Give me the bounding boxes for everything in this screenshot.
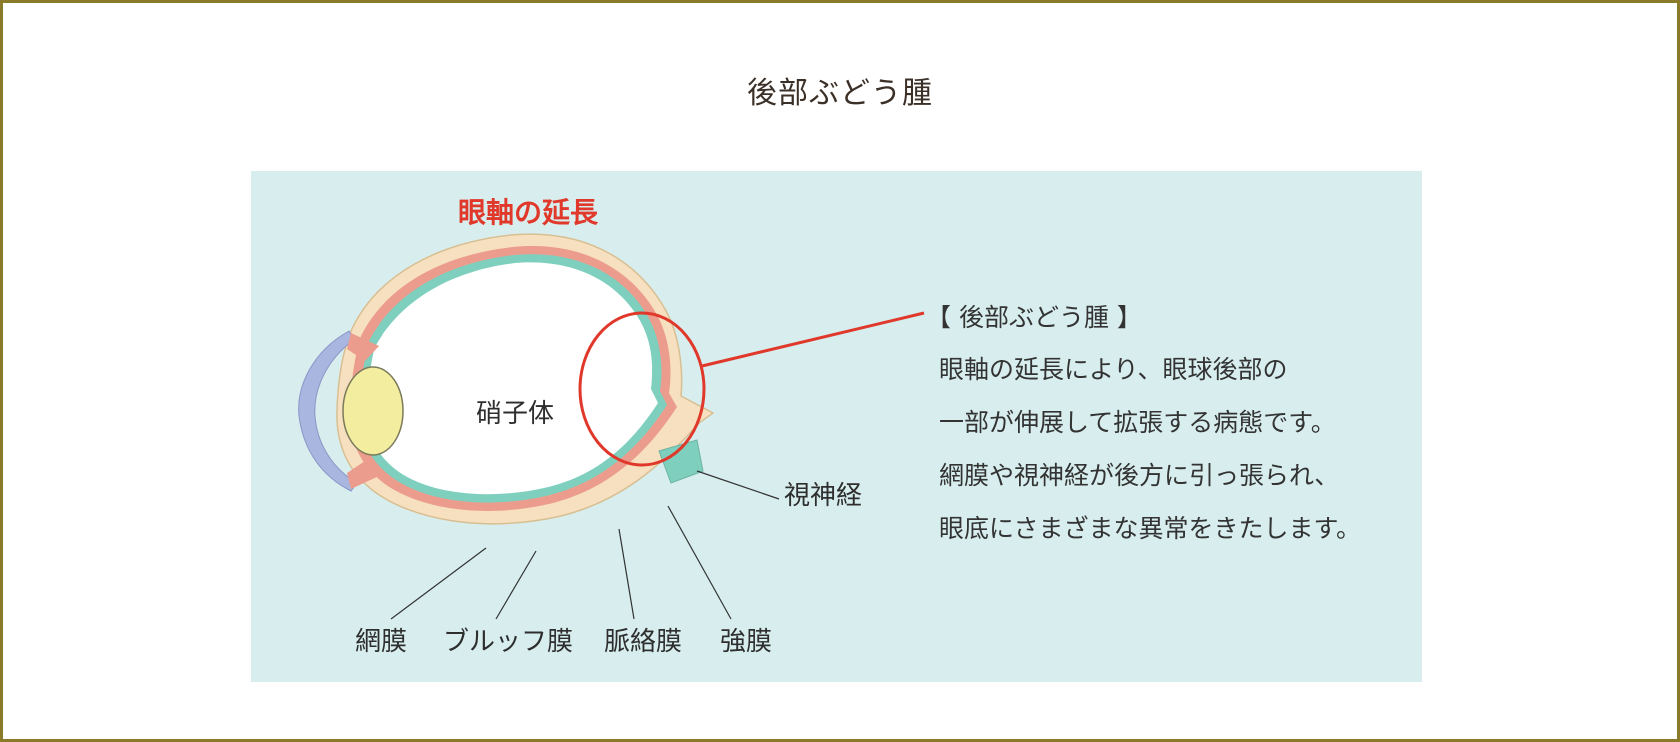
- callout-line: 網膜や視神経が後方に引っ張られ、: [939, 461, 1340, 490]
- bruch-label: ブルッフ膜: [443, 627, 574, 657]
- staphyloma-highlight: [578, 311, 706, 467]
- choroid-label: 脈絡膜: [604, 627, 683, 657]
- vitreous-body: [367, 262, 658, 495]
- leader-optic-nerve: [696, 470, 780, 500]
- leader-retina: [390, 547, 487, 620]
- diagram-panel: 眼軸の延長 硝子体 視神経 網膜 ブルッフ膜 脈絡膜 強膜 【 後部ぶどう腫 】…: [251, 171, 1422, 682]
- leader-sclera: [667, 505, 732, 620]
- callout-line: 一部が伸展して拡張する病態です。: [939, 408, 1336, 437]
- eyeball: [298, 233, 925, 525]
- page-title: 後部ぶどう腫: [747, 76, 933, 111]
- eye-diagram: [298, 233, 925, 620]
- axis-elongation-label: 眼軸の延長: [458, 196, 599, 229]
- leader-bruch: [495, 550, 537, 620]
- callout-pointer: [701, 311, 925, 368]
- lens: [342, 366, 404, 456]
- optic-nerve-label: 視神経: [784, 481, 863, 511]
- retina-label: 網膜: [355, 627, 408, 657]
- leader-choroid: [618, 528, 635, 620]
- vitreous-label: 硝子体: [476, 399, 555, 429]
- iris-upper: [347, 333, 379, 361]
- callout-text: 【 後部ぶどう腫 】 眼軸の延長により、眼球後部の 一部が伸展して拡張する病態で…: [926, 301, 1361, 555]
- callout-heading: 【 後部ぶどう腫 】: [926, 303, 1142, 332]
- iris-lower: [347, 461, 379, 489]
- leader-lines: [390, 470, 780, 620]
- sclera-label: 強膜: [720, 627, 773, 657]
- callout-line: 眼軸の延長により、眼球後部の: [939, 355, 1288, 384]
- callout-line: 眼底にさまざまな異常をきたします。: [939, 514, 1362, 543]
